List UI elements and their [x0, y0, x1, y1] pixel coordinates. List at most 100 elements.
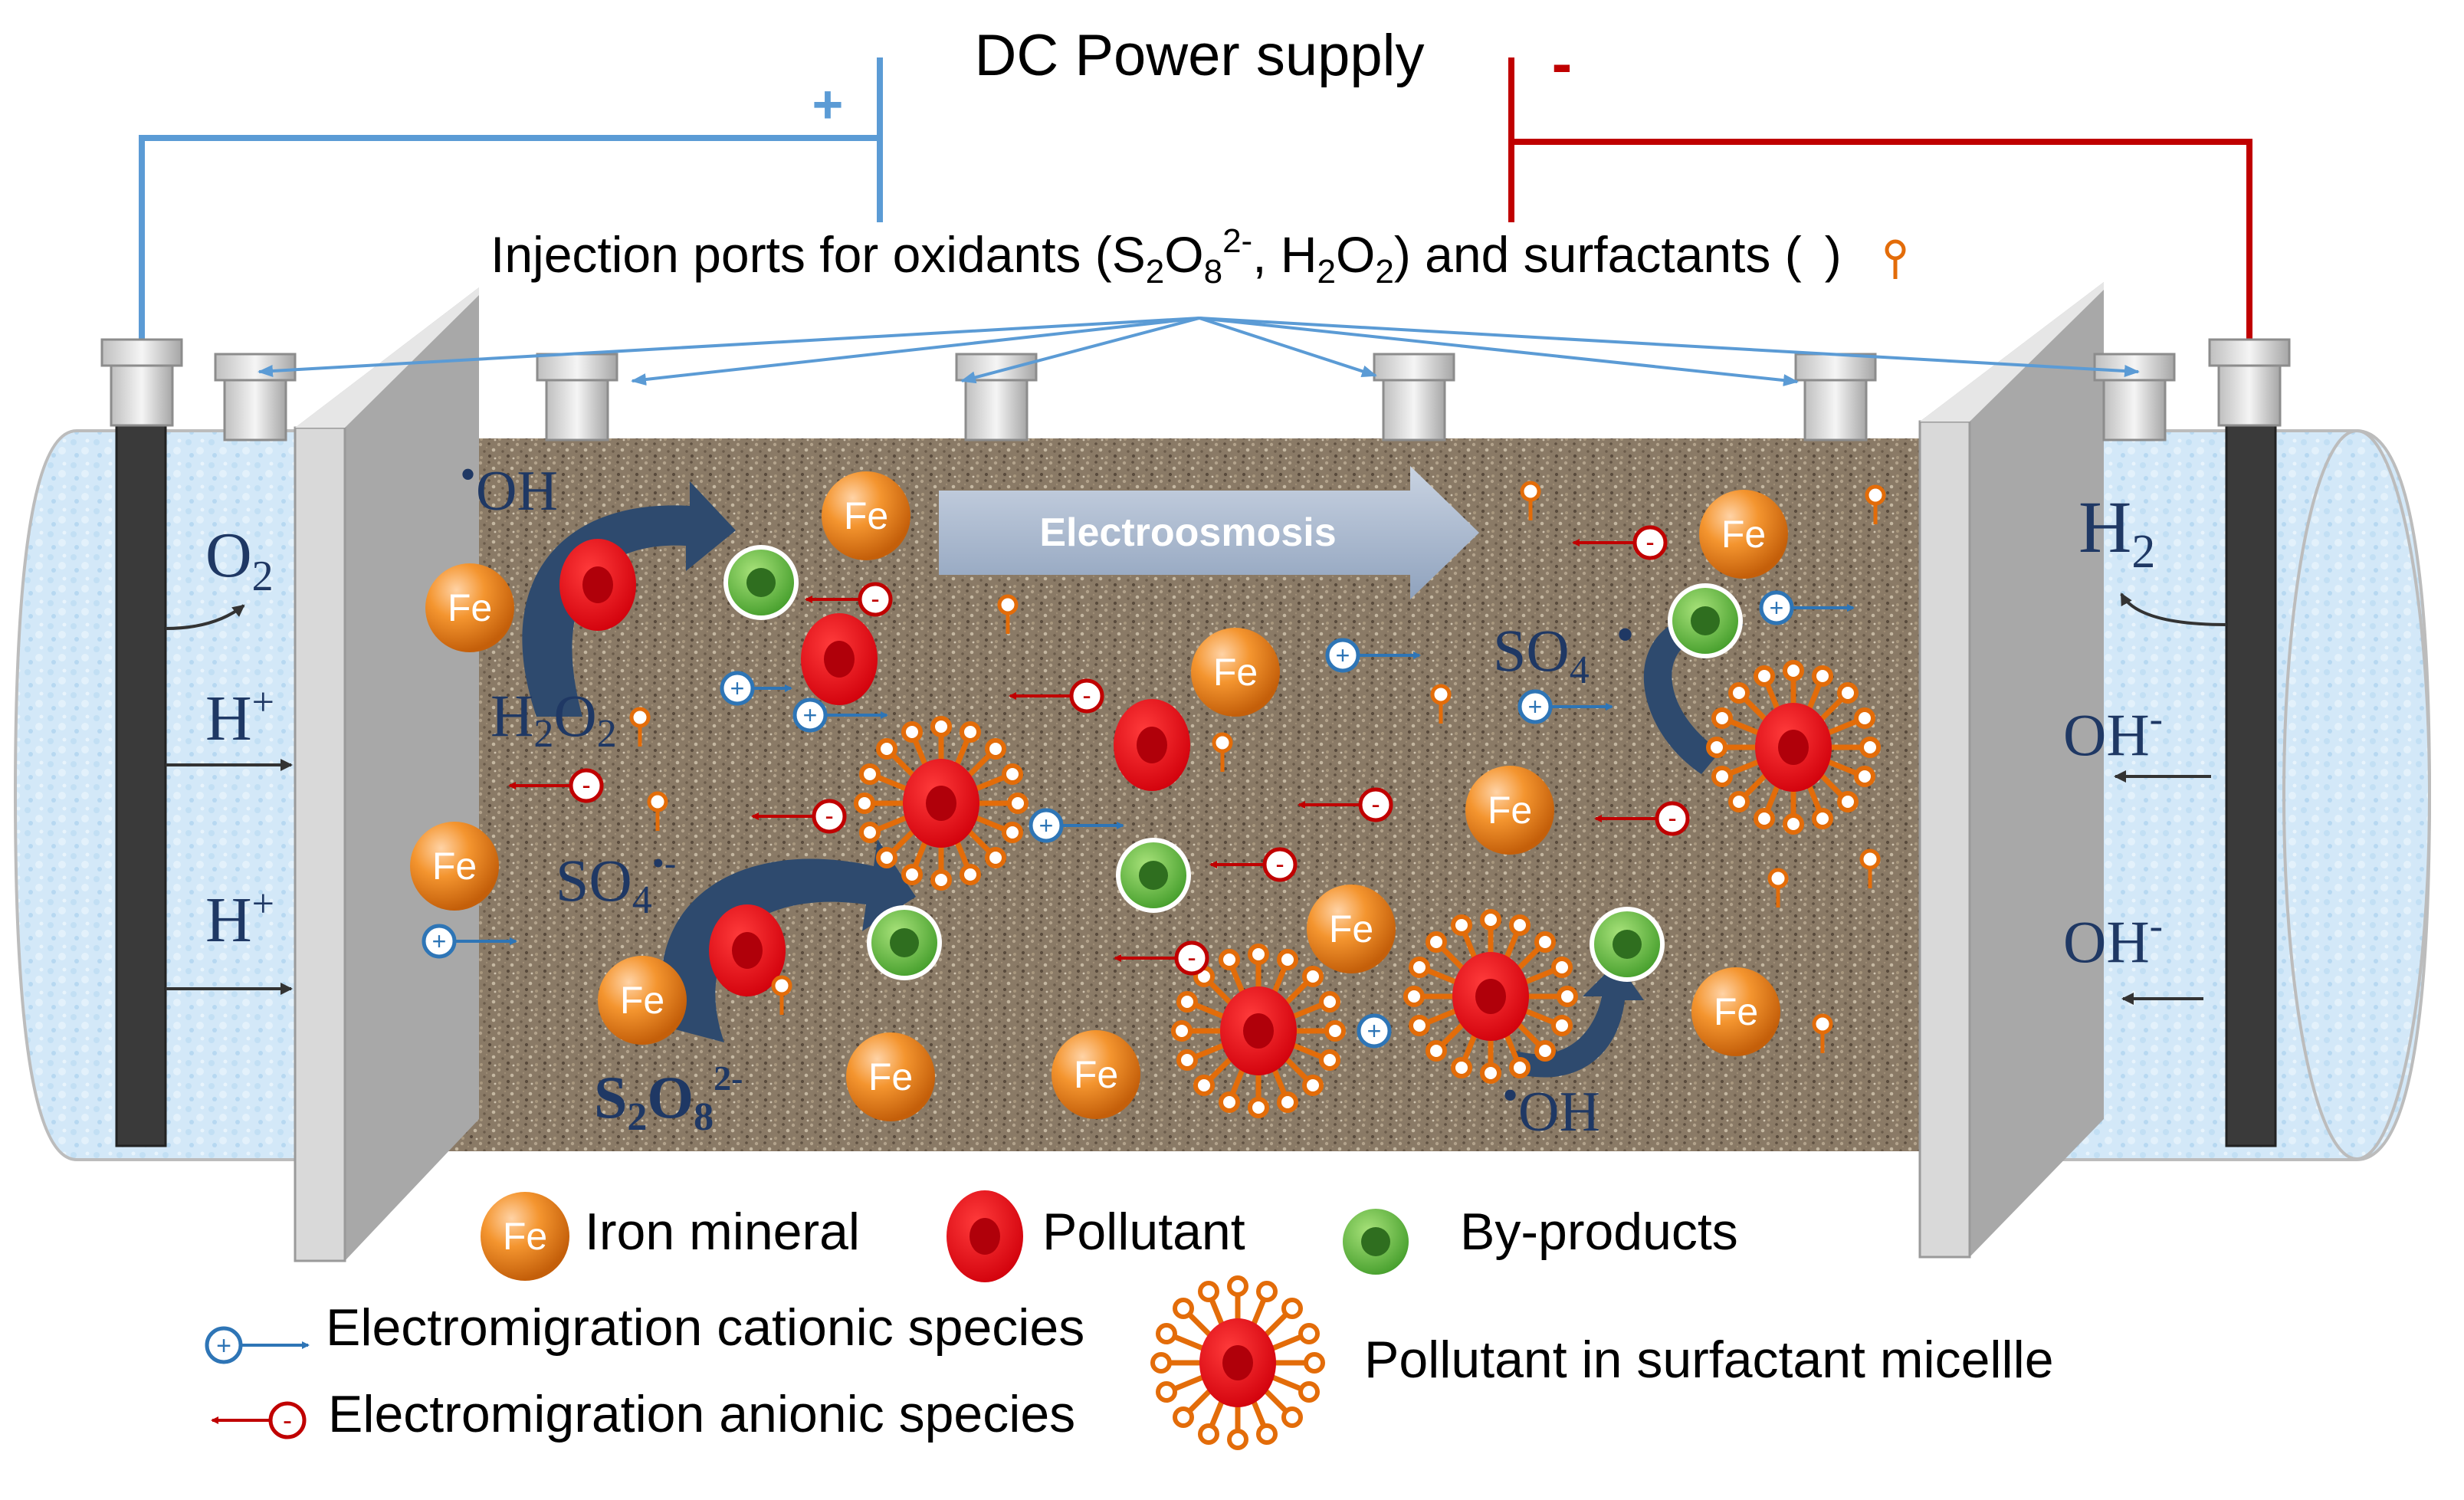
legend-pollutant-label: Pollutant: [1042, 1203, 1245, 1261]
legend-anion-icon: -: [211, 1401, 307, 1439]
anode-electrode: [115, 412, 167, 1147]
iron-minerals: Fe Fe Fe Fe Fe Fe Fe Fe Fe Fe Fe: [410, 471, 1788, 1121]
fe-particle: Fe: [1191, 628, 1280, 717]
so4-radical-right: SO4: [1493, 617, 1590, 692]
legend-pollutant-icon: [947, 1190, 1023, 1282]
svg-text:-: -: [1187, 944, 1196, 973]
svg-text:Fe: Fe: [1488, 789, 1532, 832]
svg-text:-: -: [1371, 790, 1380, 819]
svg-text:+: +: [1039, 812, 1054, 839]
so4-radical-right-dot: •: [1617, 609, 1633, 660]
legend-iron-icon: Fe: [481, 1192, 569, 1281]
surfactant-symbol-header: [1887, 241, 1904, 279]
pollutant-particle: [1114, 699, 1190, 791]
svg-text:-: -: [1275, 850, 1284, 879]
legend-anionic-label: Electromigration anionic species: [328, 1385, 1075, 1443]
cation-migration: + + + + + + + +: [422, 590, 1855, 1049]
svg-text:-: -: [871, 585, 879, 614]
radical-oh-bottom: •OH: [1502, 1070, 1600, 1144]
cathode-electrode-cap: [2208, 338, 2291, 427]
anode-electrode-cap: [100, 338, 183, 427]
pollutant-micelle: [856, 718, 1026, 888]
pollutant-particle: [801, 613, 878, 705]
svg-text:Fe: Fe: [1213, 651, 1258, 694]
radical-oh-top: •OH: [460, 449, 558, 523]
cathode-h2-label: H2: [2078, 486, 2155, 578]
legend-byproducts-label: By-products: [1460, 1203, 1738, 1261]
injection-port[interactable]: [214, 353, 297, 441]
pollutant-micelle: [1708, 662, 1878, 832]
anode-hplus-label-2: H+: [205, 882, 274, 956]
svg-text:+: +: [730, 675, 745, 702]
svg-text:Fe: Fe: [1074, 1053, 1118, 1096]
fe-particle: Fe: [846, 1032, 935, 1121]
cathode-ohminus-label-2: OH-: [2063, 904, 2163, 975]
injection-arrows: [258, 317, 2140, 387]
anion-migration: - - - - - - - - -: [508, 525, 1690, 976]
cathode-chamber: [2006, 429, 2432, 1161]
fe-particle: Fe: [1307, 885, 1396, 973]
legend-micelle-icon: [1153, 1278, 1323, 1448]
legend-cation-icon: +: [205, 1326, 310, 1364]
svg-text:-: -: [283, 1404, 292, 1436]
svg-text:+: +: [216, 1331, 231, 1361]
svg-text:Fe: Fe: [868, 1055, 913, 1098]
h2o2-label: H2O2: [491, 682, 617, 756]
fe-particle: Fe: [410, 822, 499, 911]
svg-text:Fe: Fe: [1329, 908, 1373, 950]
svg-text:-: -: [1668, 804, 1676, 833]
byproduct-particle: [726, 547, 796, 618]
right-porous-plate: [1918, 282, 2104, 1259]
svg-text:Fe: Fe: [1714, 990, 1758, 1033]
svg-text:+: +: [1367, 1017, 1382, 1045]
svg-text:Fe: Fe: [432, 845, 477, 888]
svg-text:+: +: [1528, 693, 1543, 720]
cathode-wire: [1508, 57, 2252, 341]
svg-text:Fe: Fe: [503, 1215, 547, 1258]
svg-text:Fe: Fe: [448, 586, 492, 629]
persulfate-label: S2O82-: [594, 1059, 743, 1139]
fe-particle: Fe: [1691, 967, 1780, 1056]
svg-text:Fe: Fe: [1721, 513, 1766, 556]
fe-particle: Fe: [822, 471, 910, 560]
cathode-electrode: [2225, 412, 2277, 1147]
fe-particle: Fe: [1052, 1030, 1140, 1119]
byproduct-particle: [1670, 586, 1741, 656]
fe-particle: Fe: [598, 956, 687, 1045]
svg-text:+: +: [803, 701, 818, 729]
positive-terminal-sign: +: [812, 74, 844, 134]
left-porous-plate: [294, 287, 479, 1262]
fe-particle: Fe: [425, 563, 514, 652]
anode-hplus-label-1: H+: [205, 681, 274, 754]
fe-particle: Fe: [1465, 766, 1554, 855]
svg-text:-: -: [1082, 681, 1091, 711]
byproduct-particle: [1592, 909, 1662, 980]
pollutant-particle: [559, 539, 636, 631]
legend: Fe Iron mineral Pollutant By-products + …: [205, 1190, 2054, 1448]
electroosmosis-label: Electroosmosis: [1039, 510, 1336, 555]
injection-port[interactable]: [1794, 353, 1877, 441]
svg-text:Fe: Fe: [844, 494, 888, 537]
svg-text:+: +: [432, 927, 447, 955]
anode-o2-label: O2: [205, 520, 274, 600]
svg-text:-: -: [825, 802, 833, 831]
injection-port[interactable]: [536, 353, 618, 441]
svg-text:Fe: Fe: [620, 979, 664, 1022]
legend-byproducts-icon: [1340, 1206, 1411, 1277]
negative-terminal-sign: -: [1552, 29, 1573, 97]
injection-port[interactable]: [2093, 353, 2176, 441]
byproduct-particle: [869, 908, 940, 978]
byproduct-particle: [1118, 840, 1189, 911]
svg-text:-: -: [1645, 528, 1654, 557]
chamber-arrows: [165, 592, 2227, 1005]
anode-wire: [139, 57, 883, 341]
injection-port[interactable]: [955, 353, 1038, 441]
legend-iron-label: Iron mineral: [585, 1203, 860, 1261]
anode-chamber: [13, 429, 362, 1161]
injection-ports-label: Injection ports for oxidants (S2O82-, H2…: [491, 222, 1842, 290]
svg-text:-: -: [582, 771, 590, 800]
chemical-labels: •OH H2O2 SO4•- SO4 • S2O82- •OH O2 H+ H+…: [205, 449, 2163, 1144]
injection-port[interactable]: [1373, 353, 1455, 441]
so4-radical-left: SO4•-: [556, 843, 676, 922]
